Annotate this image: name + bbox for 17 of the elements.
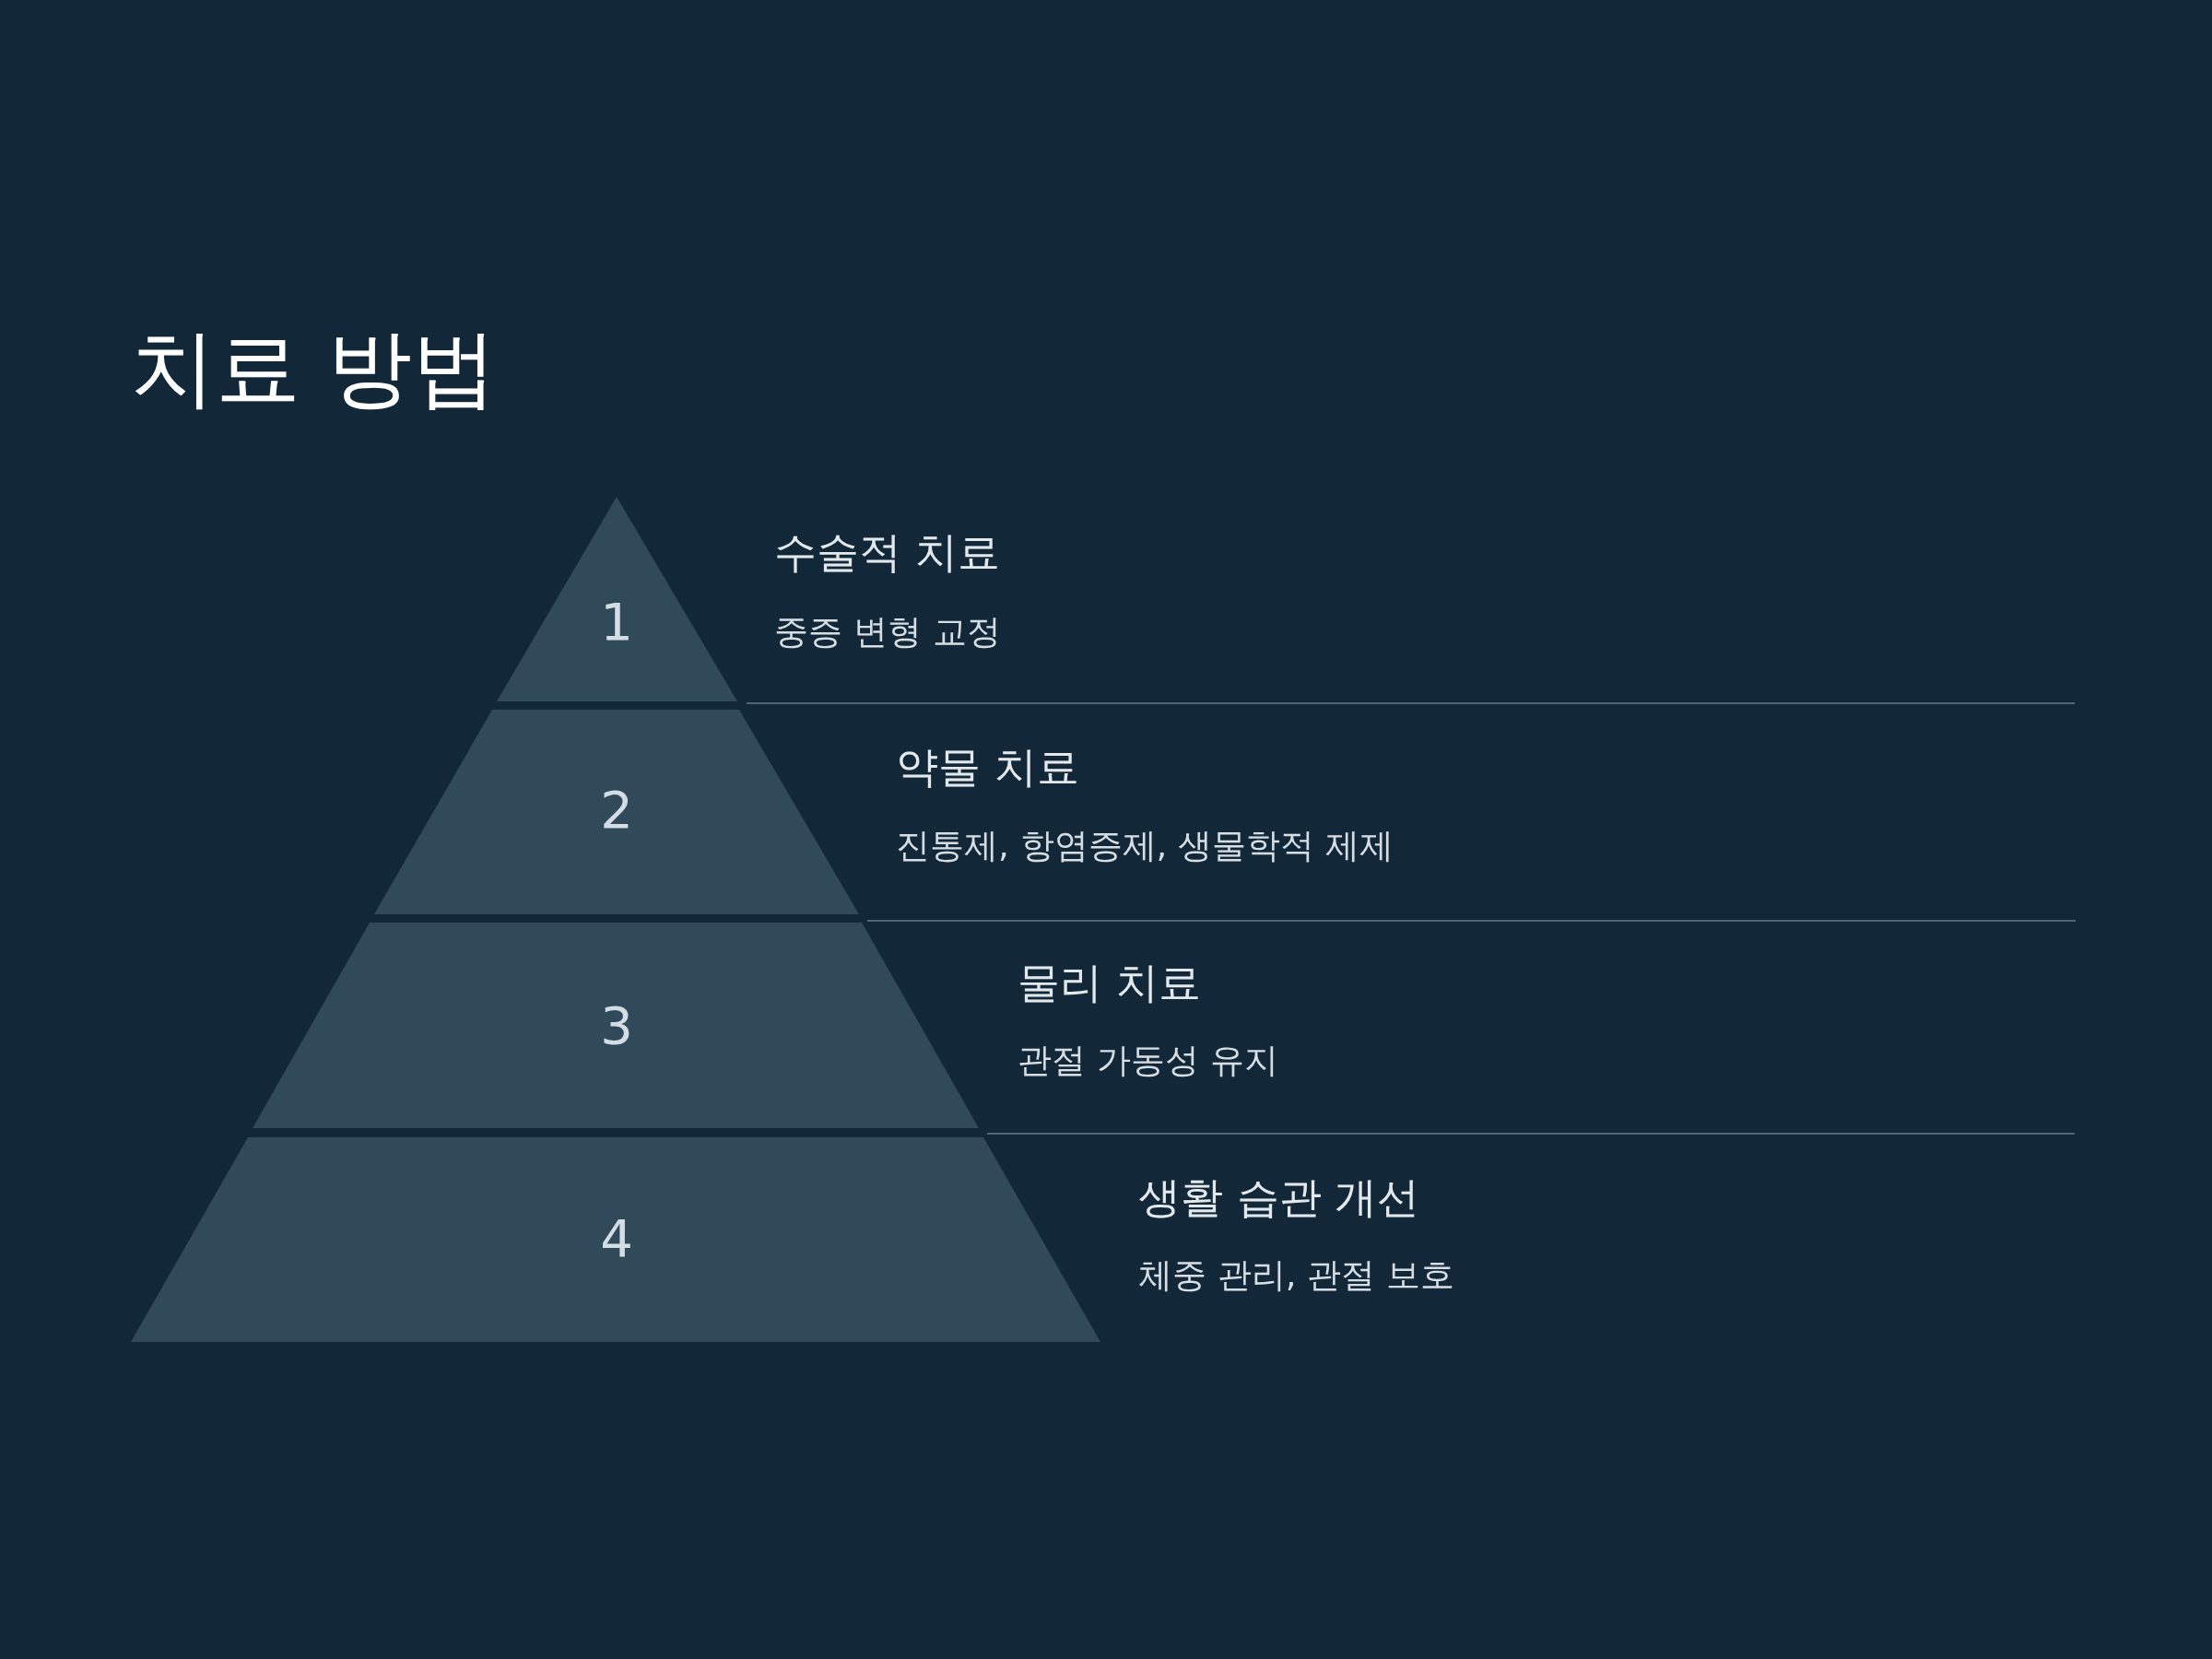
slide-title: 치료 방법 — [131, 318, 498, 419]
tier-number: 1 — [600, 596, 633, 648]
tier-description: 중증 변형 교정 — [774, 611, 1001, 653]
tier-number: 4 — [600, 1213, 633, 1265]
tier-description: 진통제, 항염증제, 생물학적 제제 — [896, 825, 1394, 867]
tier-description: 관절 가동성 유지 — [1018, 1040, 1278, 1082]
tier-heading: 수술적 치료 — [774, 527, 1000, 579]
tier-heading: 약물 치료 — [896, 742, 1079, 794]
tier-heading: 물리 치료 — [1018, 958, 1201, 1009]
tier-heading: 생활 습관 개선 — [1138, 1172, 1420, 1224]
tier-description: 체중 관리, 관절 보호 — [1138, 1254, 1455, 1297]
pyramid-top — [497, 497, 737, 701]
tier-number: 2 — [600, 784, 633, 836]
tier-number: 3 — [600, 1000, 633, 1052]
pyramid-tier — [131, 1137, 1100, 1342]
pyramid-tier — [374, 710, 859, 914]
pyramid-tier — [253, 923, 979, 1128]
